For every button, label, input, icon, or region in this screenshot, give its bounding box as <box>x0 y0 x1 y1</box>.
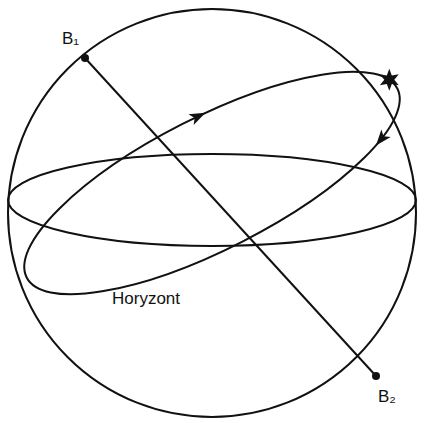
star-symbol <box>380 69 399 91</box>
star-path-ellipse <box>0 30 424 336</box>
horizon-label: Horyzont <box>112 290 180 309</box>
pole-dot <box>372 372 380 380</box>
direction-arrow <box>189 113 206 125</box>
pole-dot <box>81 54 89 62</box>
pole-label: B₁ <box>62 30 79 49</box>
pole-label: B₂ <box>378 388 396 407</box>
sphere-outline <box>8 9 416 417</box>
direction-arrow <box>376 129 391 145</box>
axis-line <box>85 58 376 376</box>
